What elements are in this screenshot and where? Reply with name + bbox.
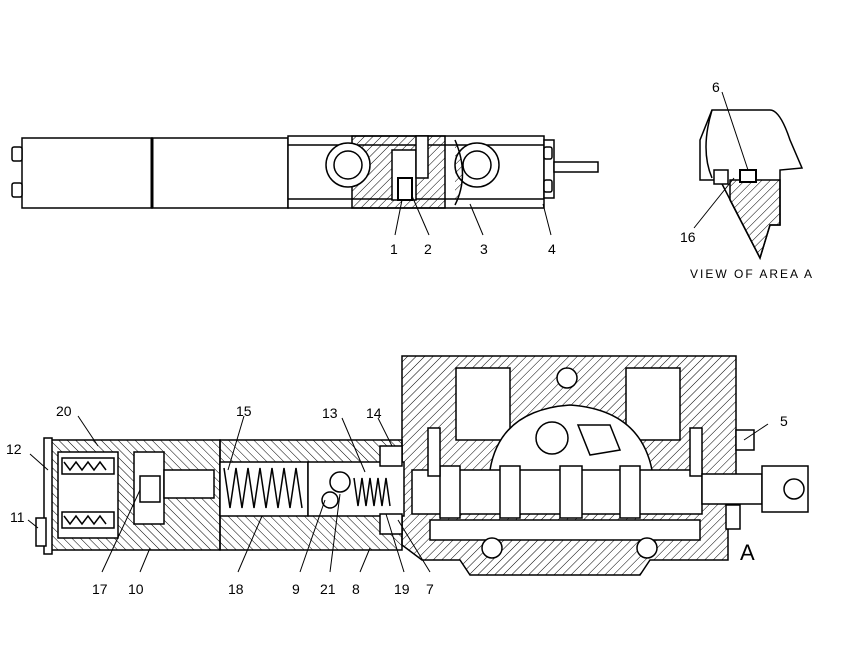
callout-9: 9	[292, 581, 300, 597]
area-a-detail	[699, 109, 804, 260]
callout-7: 7	[426, 581, 434, 597]
area-a-marker: A	[740, 540, 755, 565]
callout-13: 13	[322, 405, 338, 421]
top-valve-view	[11, 135, 599, 209]
callout-14: 14	[366, 405, 382, 421]
callout-5: 5	[780, 413, 788, 429]
detail-callouts	[693, 91, 749, 229]
callout-10: 10	[128, 581, 144, 597]
top-callouts	[394, 195, 552, 236]
callout-6: 6	[712, 79, 720, 95]
view-caption: VIEW OF AREA A	[690, 267, 814, 281]
callout-3: 3	[480, 241, 488, 257]
callout-17: 17	[92, 581, 108, 597]
callout-19: 19	[394, 581, 410, 597]
callout-20: 20	[56, 403, 72, 419]
callout-4: 4	[548, 241, 556, 257]
callout-12: 12	[6, 441, 22, 457]
bottom-section-view	[35, 355, 809, 576]
callout-2: 2	[424, 241, 432, 257]
bottom-callouts	[27, 415, 769, 573]
callout-21: 21	[320, 581, 336, 597]
callout-8: 8	[352, 581, 360, 597]
callout-1: 1	[390, 241, 398, 257]
callout-18: 18	[228, 581, 244, 597]
callout-15: 15	[236, 403, 252, 419]
callout-16: 16	[680, 229, 696, 245]
callout-11: 11	[10, 509, 25, 525]
